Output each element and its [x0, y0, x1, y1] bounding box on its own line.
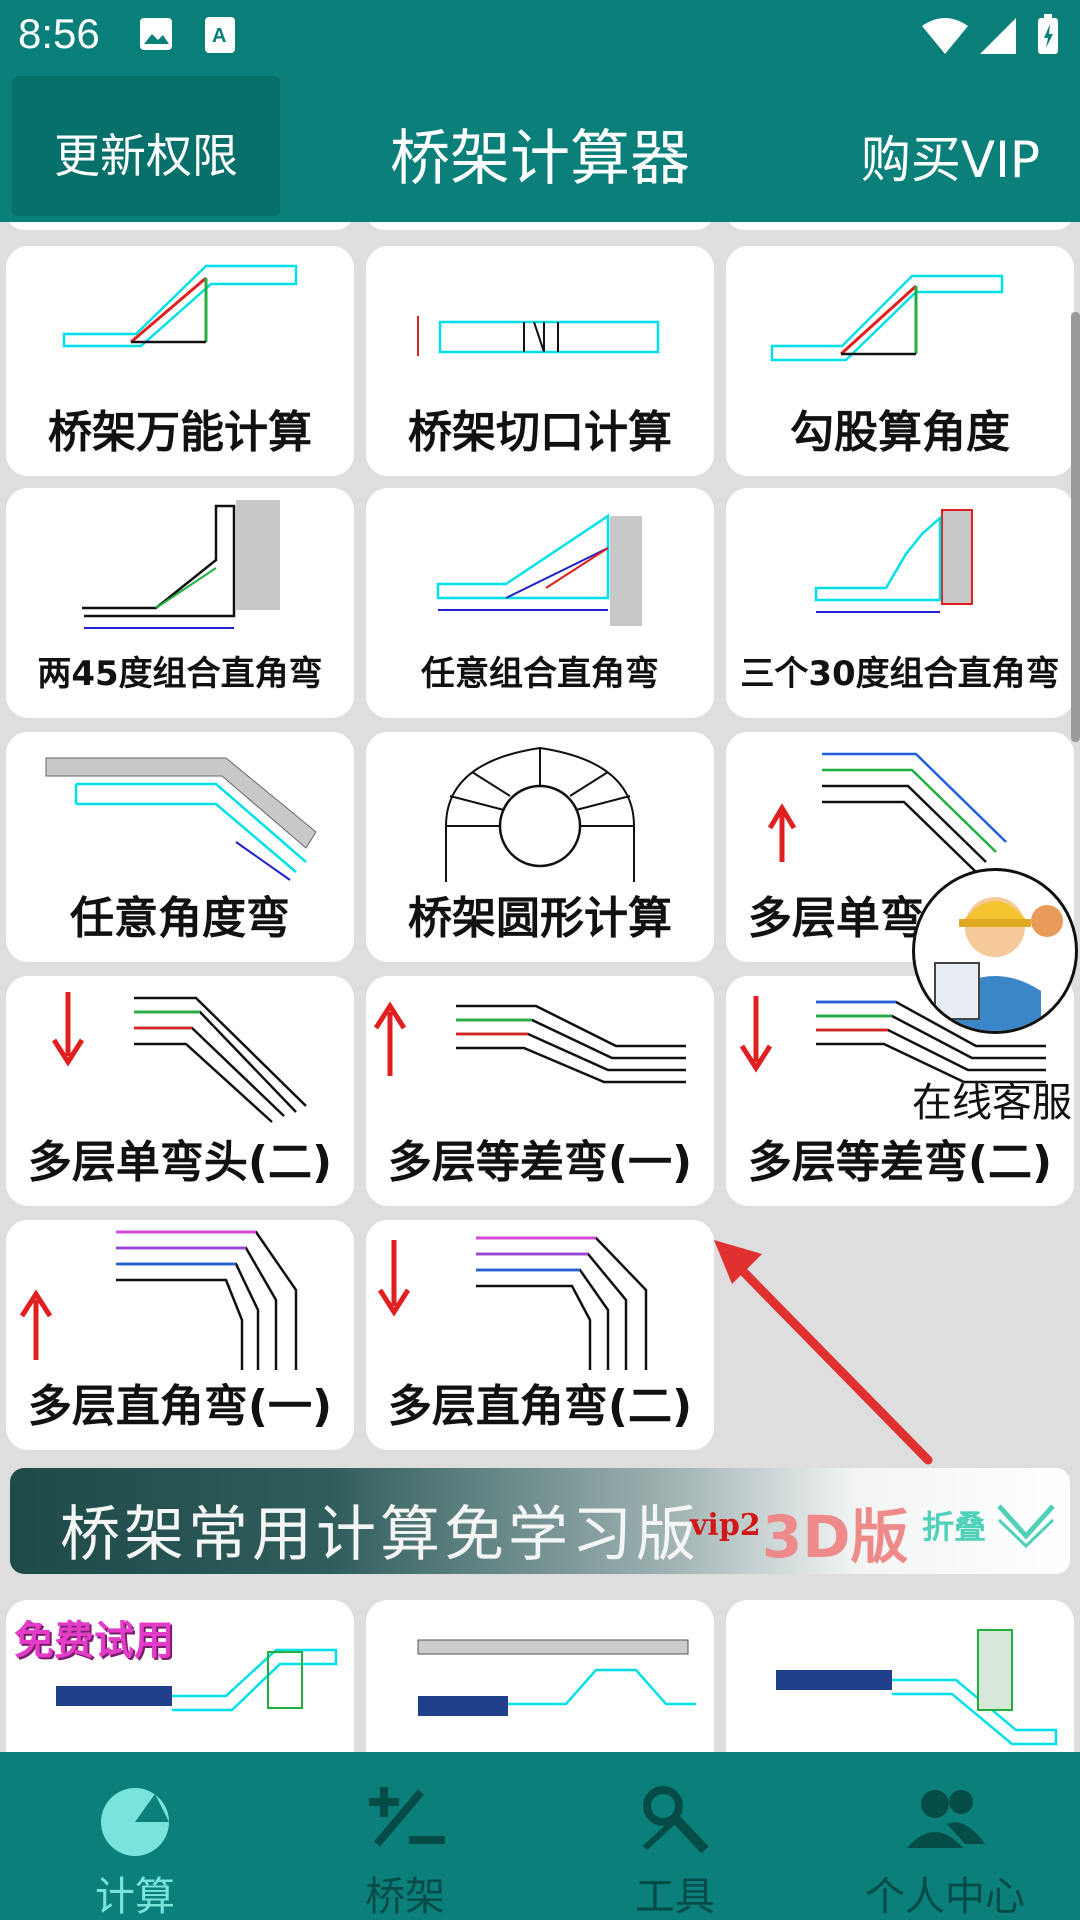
card-label: 多层直角弯(一)	[27, 1381, 333, 1432]
people-icon	[907, 1790, 985, 1848]
card-edge	[366, 222, 714, 230]
tools-icon	[642, 1786, 709, 1854]
card-edge	[6, 222, 354, 230]
wifi-icon	[922, 18, 968, 54]
app-bar: 更新权限 桥架计算器 购买VIP	[0, 72, 1080, 222]
card-label: 多层等差弯(二)	[747, 1137, 1053, 1188]
circular-diagram	[445, 746, 635, 882]
card-label: 多层等差弯(一)	[387, 1137, 693, 1188]
card-edge	[726, 222, 1074, 230]
card-multi-equal-diff-1[interactable]: 多层等差弯(一)	[366, 976, 714, 1206]
page-title: 桥架计算器	[390, 124, 690, 194]
chevron-down-icon[interactable]	[995, 1498, 1057, 1548]
any-combo-diagram	[436, 513, 642, 626]
battery-icon	[1038, 14, 1058, 54]
collapse-button[interactable]: 折叠	[922, 1508, 987, 1546]
plus-minus-icon	[369, 1787, 445, 1847]
free-trial-badge: 免费试用	[14, 1618, 174, 1664]
nav-item-bridge[interactable]: 桥架	[270, 1752, 540, 1920]
signal-icon	[980, 18, 1016, 54]
banner-version: 3D版	[762, 1503, 909, 1571]
card-label: 三个30度组合直角弯	[740, 654, 1060, 694]
card-label: 多层单弯头(二)	[27, 1137, 333, 1188]
nav-item-profile[interactable]: 个人中心	[810, 1752, 1080, 1920]
nav-label: 个人中心	[865, 1874, 1025, 1920]
right-angle-2-diagram	[377, 1236, 648, 1370]
card-label: 两45度组合直角弯	[37, 654, 323, 694]
multi-elbow-2-diagram	[51, 992, 307, 1123]
pie-chart-icon	[101, 1788, 169, 1856]
banner-tag: vip2	[690, 1508, 761, 1543]
preview-diagram	[417, 1639, 696, 1716]
customer-service-label: 在线客服	[912, 1080, 1072, 1126]
font-icon: A	[205, 17, 235, 53]
card-multi-single-elbow-2[interactable]: 多层单弯头(二)	[6, 976, 354, 1206]
any-angle-diagram	[45, 757, 317, 881]
card-circular-calc[interactable]: 桥架圆形计算	[366, 732, 714, 962]
card-label: 任意组合直角弯	[421, 654, 659, 694]
preview-card[interactable]	[726, 1600, 1074, 1752]
card-any-combo[interactable]: 任意组合直角弯	[366, 488, 714, 718]
card-label: 桥架切口计算	[408, 407, 672, 458]
status-bar: 8:56 A	[0, 0, 1080, 72]
card-label: 多层直角弯(二)	[387, 1381, 693, 1432]
universal-calc-diagram	[62, 264, 298, 348]
two-45-diagram	[82, 500, 280, 629]
nav-label: 计算	[95, 1874, 175, 1920]
buy-vip-button[interactable]: 购买VIP	[860, 131, 1040, 189]
preview-diagram	[776, 1629, 1058, 1746]
pythagorean-diagram	[770, 274, 1004, 362]
cutout-calc-diagram	[417, 316, 660, 356]
card-universal-calc[interactable]: 桥架万能计算	[6, 246, 354, 476]
customer-service-button[interactable]	[912, 868, 1078, 1034]
nav-label: 桥架	[365, 1874, 445, 1920]
card-any-angle-bend[interactable]: 任意角度弯	[6, 732, 354, 962]
equal-diff-1-diagram	[373, 1001, 686, 1084]
svg-text:A: A	[212, 25, 226, 47]
card-pythagorean-angle[interactable]: 勾股算角度	[726, 246, 1074, 476]
status-time: 8:56	[18, 10, 100, 57]
content-area[interactable]: 桥架万能计算 桥架切口计算 勾股算角度 两45度组合直角弯	[0, 222, 1080, 1752]
nav-item-calc[interactable]: 计算	[0, 1752, 270, 1920]
card-multi-right-angle-2[interactable]: 多层直角弯(二)	[366, 1220, 714, 1450]
update-permission-label: 更新权限	[54, 129, 238, 183]
card-two-45-combo[interactable]: 两45度组合直角弯	[6, 488, 354, 718]
preview-card[interactable]	[366, 1600, 714, 1752]
bottom-nav: 计算 桥架 工具 个人中心	[0, 1752, 1080, 1920]
card-cutout-calc[interactable]: 桥架切口计算	[366, 246, 714, 476]
banner-title: 桥架常用计算免学习版	[60, 1500, 700, 1570]
pointer-arrow-icon	[714, 1240, 933, 1465]
update-permission-button[interactable]: 更新权限	[12, 76, 280, 216]
vip-banner[interactable]: 桥架常用计算免学习版 vip2 3D版 折叠	[10, 1468, 1070, 1574]
card-label: 勾股算角度	[790, 407, 1010, 458]
card-multi-right-angle-1[interactable]: 多层直角弯(一)	[6, 1220, 354, 1450]
scrollbar[interactable]	[1071, 312, 1080, 742]
worker-avatar-icon	[934, 897, 1063, 1031]
nav-label: 工具	[635, 1874, 715, 1920]
card-label: 桥架圆形计算	[408, 893, 672, 944]
card-label: 桥架万能计算	[48, 407, 312, 458]
three-30-diagram	[814, 509, 973, 613]
equal-diff-2-diagram	[739, 996, 1046, 1084]
nav-item-tools[interactable]: 工具	[540, 1752, 810, 1920]
multi-elbow-1-diagram	[767, 752, 1007, 873]
right-angle-1-diagram	[19, 1230, 298, 1370]
card-three-30-combo[interactable]: 三个30度组合直角弯	[726, 488, 1074, 718]
image-icon	[140, 18, 172, 50]
preview-diagram	[56, 1648, 338, 1712]
preview-card[interactable]: 免费试用	[6, 1600, 354, 1752]
card-label: 任意角度弯	[70, 893, 290, 944]
